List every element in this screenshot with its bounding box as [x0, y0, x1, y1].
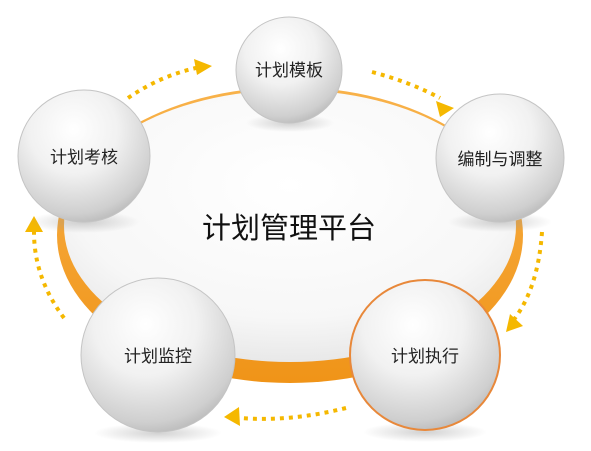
node-monitor[interactable]: 计划监控 [80, 277, 236, 443]
arrow-edit-to-execute [510, 231, 544, 324]
arrow-monitor-to-assess [32, 231, 66, 320]
arrow-execute-to-monitor [239, 406, 347, 421]
node-label-template: 计划模板 [255, 61, 323, 81]
node-sphere [235, 16, 343, 124]
node-shadow [94, 423, 222, 443]
node-label-edit: 编制与调整 [458, 150, 543, 170]
cycle-arrows [32, 66, 544, 421]
arrowhead-template [194, 59, 212, 75]
node-template[interactable]: 计划模板 [235, 16, 343, 132]
node-sphere [80, 277, 236, 433]
arrow-template-to-edit [371, 70, 441, 100]
node-execute[interactable]: 计划执行 [349, 279, 501, 442]
node-label-assess: 计划考核 [50, 148, 118, 168]
node-sphere [17, 89, 151, 223]
arrowhead-execute [506, 314, 523, 332]
platform-title: 计划管理平台 [202, 211, 376, 245]
node-shadow [363, 422, 487, 442]
node-assess[interactable]: 计划考核 [17, 89, 151, 233]
node-label-execute: 计划执行 [391, 347, 459, 367]
node-sphere [435, 93, 565, 223]
arrowhead-monitor [224, 407, 240, 426]
node-edit[interactable]: 编制与调整 [435, 93, 565, 232]
node-sphere [349, 279, 501, 431]
node-label-monitor: 计划监控 [124, 347, 192, 367]
arrow-assess-to-template [126, 66, 197, 100]
arrowhead-edit [436, 101, 454, 117]
